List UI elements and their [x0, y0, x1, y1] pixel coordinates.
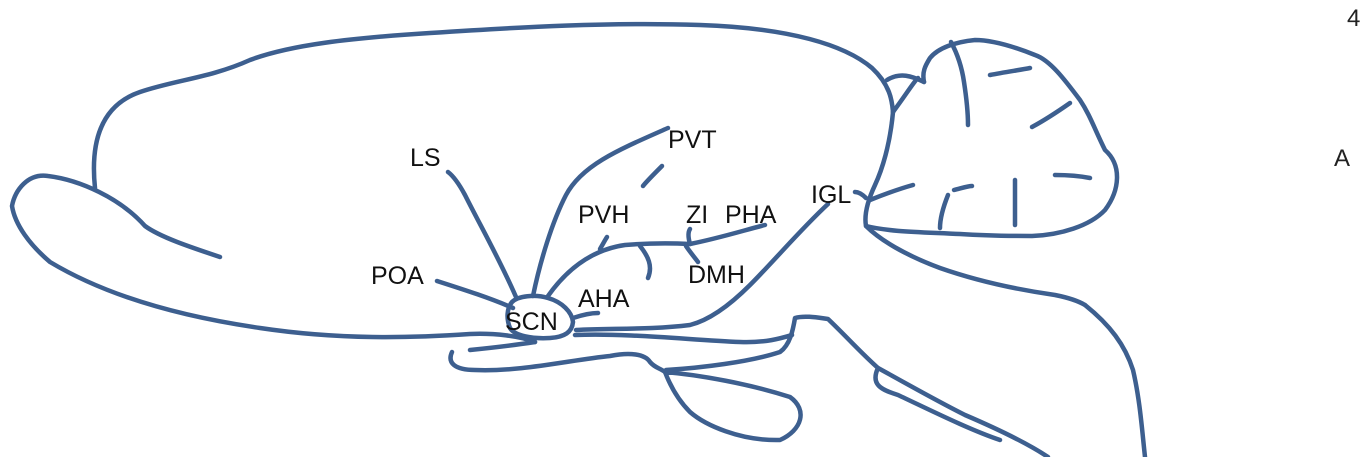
cerebellum-lower-outline — [863, 223, 1088, 308]
pituitary-outline — [448, 349, 668, 375]
projection-pvt-branch — [640, 163, 665, 189]
projection-scn-aha — [570, 310, 601, 321]
label-scn: SCN — [505, 308, 558, 336]
projection-pvh-branch — [597, 234, 610, 252]
cerebellar-folium-7 — [937, 192, 951, 231]
corner-mark-top: 4 — [1347, 5, 1360, 32]
ventral-base-outline — [467, 339, 538, 353]
colliculus-outline — [884, 73, 927, 85]
label-ls: LS — [410, 144, 441, 172]
projection-aha-branch — [637, 243, 653, 281]
cerebellar-folium-2 — [987, 65, 1033, 78]
brainstem-outline-ventral — [663, 314, 1051, 457]
brain-outline — [9, 21, 1148, 457]
midbrain-outline — [890, 75, 921, 115]
spinal-cord-outline — [1082, 302, 1148, 457]
label-pvh: PVH — [578, 201, 629, 229]
projection-dmh-down — [683, 243, 701, 265]
label-poa: POA — [371, 262, 424, 290]
corner-mark-side: A — [1334, 145, 1350, 172]
projection-igl-scn — [573, 201, 831, 333]
label-aha: AHA — [578, 285, 630, 313]
cerebellar-folium-5 — [867, 182, 916, 203]
hypothalamus-base-outline — [572, 332, 795, 345]
label-igl: IGL — [811, 181, 851, 209]
brainstem-outline-dorsal — [873, 365, 1003, 443]
label-zi: ZI — [686, 201, 708, 229]
cerebellar-folium-3 — [1029, 100, 1073, 130]
scn-projections — [434, 125, 869, 341]
cortex-outline — [91, 21, 896, 191]
label-pvt: PVT — [668, 126, 717, 154]
olfactory-bulb-outline — [9, 173, 538, 345]
cerebellar-folium-4 — [1052, 172, 1093, 181]
label-pha: PHA — [725, 201, 777, 229]
region-labels: LS PVT PVH ZI PHA IGL POA DMH AHA SCN — [371, 126, 851, 336]
cerebellar-folium-6 — [951, 183, 975, 193]
projection-scn-poa — [434, 278, 516, 311]
projection-scn-hypothalamus — [545, 222, 768, 299]
cerebellum-outline — [863, 37, 1120, 239]
projection-scn-pvt — [530, 125, 671, 299]
cerebellar-folium-1 — [948, 39, 971, 128]
label-dmh: DMH — [688, 261, 745, 289]
scn-outline — [505, 293, 576, 341]
pons-outline — [662, 369, 803, 443]
projection-igl-stub — [852, 189, 869, 201]
projection-dmh-branch — [686, 226, 693, 247]
projection-scn-ls — [445, 169, 519, 300]
